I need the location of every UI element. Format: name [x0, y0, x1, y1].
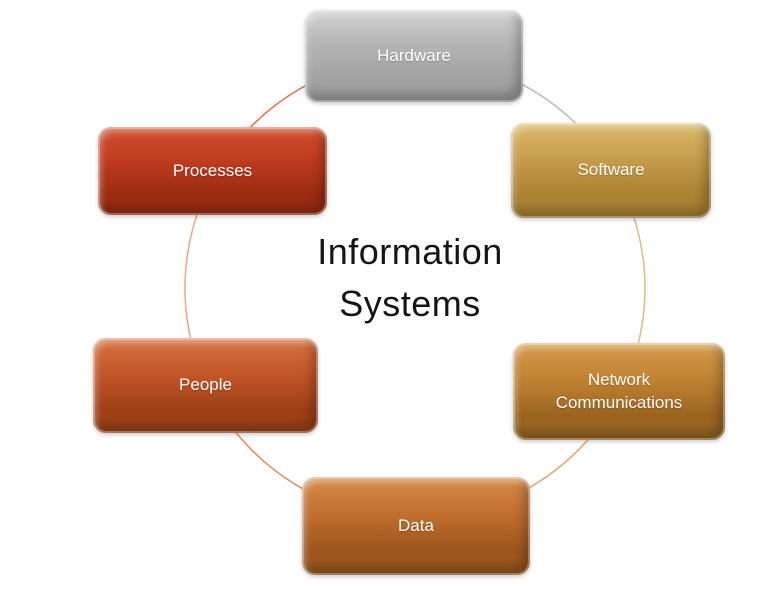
node-data[interactable]: Data [302, 477, 530, 575]
node-hardware[interactable]: Hardware [305, 10, 523, 102]
node-people-label: People [179, 375, 232, 395]
node-software-label: Software [577, 160, 645, 180]
diagram-title-line-1: Information [317, 231, 503, 272]
node-network-communications[interactable]: Network Communications [513, 343, 725, 440]
node-people[interactable]: People [93, 338, 318, 433]
node-processes[interactable]: Processes [98, 127, 327, 215]
node-processes-label: Processes [172, 160, 253, 180]
diagram-title-line-2: Systems [339, 283, 481, 324]
diagram-title: Information Systems [250, 226, 570, 330]
node-network-communications-label: Network Communications [555, 370, 683, 412]
node-data-label: Data [398, 515, 434, 535]
node-software[interactable]: Software [511, 123, 711, 218]
node-hardware-label: Hardware [377, 45, 451, 65]
